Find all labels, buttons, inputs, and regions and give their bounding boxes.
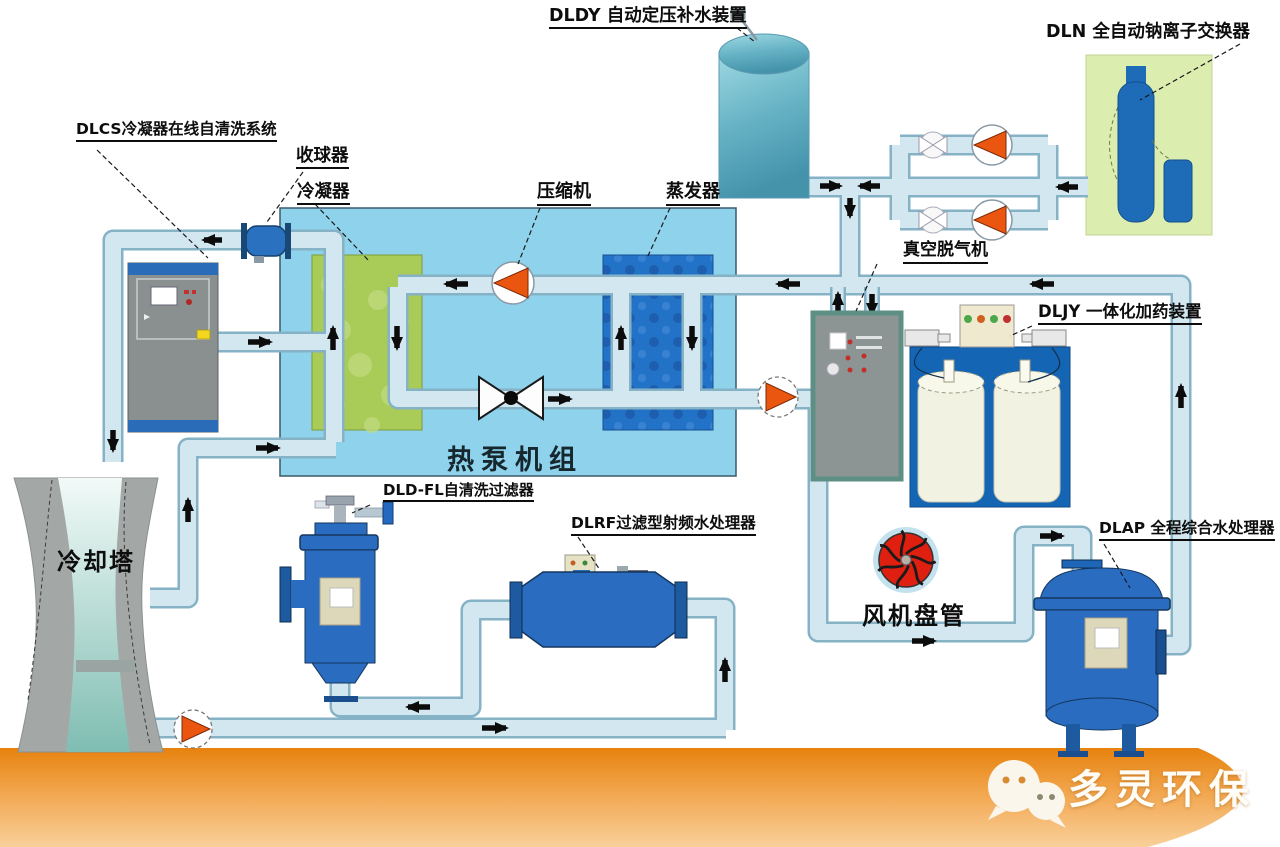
label-dljy: DLJY 一体化加药装置 (1038, 302, 1202, 325)
expansion-valve-icon (478, 375, 544, 421)
dljy-dosing-device (904, 304, 1071, 508)
vacuum-degasser-cabinet (810, 310, 904, 482)
dosing-tank (917, 359, 985, 503)
fan-coil-impeller (873, 527, 939, 593)
watermark-brand-text: 多灵环保 (1068, 767, 1256, 813)
label-compressor: 压缩机 (537, 181, 591, 206)
dosing-tank (993, 359, 1061, 503)
dosing-pump (904, 329, 951, 347)
label-dln: DLN 全自动钠离子交换器 (1046, 22, 1250, 42)
label-dldy: DLDY 自动定压补水装置 (549, 6, 747, 30)
dlcs-control-cabinet (127, 262, 219, 433)
dosing-pump (1021, 329, 1067, 347)
label-fan-coil: 风机盘管 (862, 602, 966, 630)
compressor-pump-icon (491, 261, 535, 305)
label-condenser: 冷凝器 (297, 182, 350, 206)
dldy-pressure-tank (718, 7, 810, 199)
ball-collector-device (241, 223, 291, 263)
label-dlcs: DLCS冷凝器在线自清洗系统 (76, 120, 277, 142)
cabinet-warning-label (196, 329, 211, 340)
dld-fl-filter-vessel (279, 495, 394, 702)
dln-softener-cylinders (1109, 66, 1193, 223)
label-ball-collector: 收球器 (296, 146, 349, 170)
tank-top-valve (730, 7, 746, 20)
butterfly-valve-icon (918, 131, 948, 159)
ground-band (0, 748, 1280, 847)
label-cooling-tower: 冷却塔 (57, 548, 135, 576)
circulating-pump-icon (971, 124, 1013, 166)
circulating-pump-icon (971, 199, 1013, 241)
butterfly-valve-icon (918, 206, 948, 234)
cooling-water-pump-icon (173, 709, 213, 749)
chilled-water-pump-icon (757, 376, 799, 418)
label-heat-pump-unit: 热泵机组 (447, 445, 583, 476)
cabinet-screen (150, 286, 178, 306)
dlap-water-processor (1033, 559, 1171, 757)
rf-control-box (564, 554, 596, 573)
cooling-tower (13, 477, 164, 753)
wechat-icon (988, 760, 1066, 828)
label-vacuum-degasser: 真空脱气机 (903, 240, 988, 264)
label-dlrf: DLRF过滤型射频水处理器 (571, 514, 756, 536)
label-dld-fl: DLD-FL自清洗过滤器 (383, 481, 534, 503)
dlrf-rf-processor (509, 554, 688, 648)
dosing-control-panel (959, 304, 1015, 348)
label-leader-lines (96, 27, 1241, 589)
label-dlap: DLAP 全程综合水处理器 (1099, 519, 1275, 541)
label-evaporator: 蒸发器 (666, 181, 720, 206)
